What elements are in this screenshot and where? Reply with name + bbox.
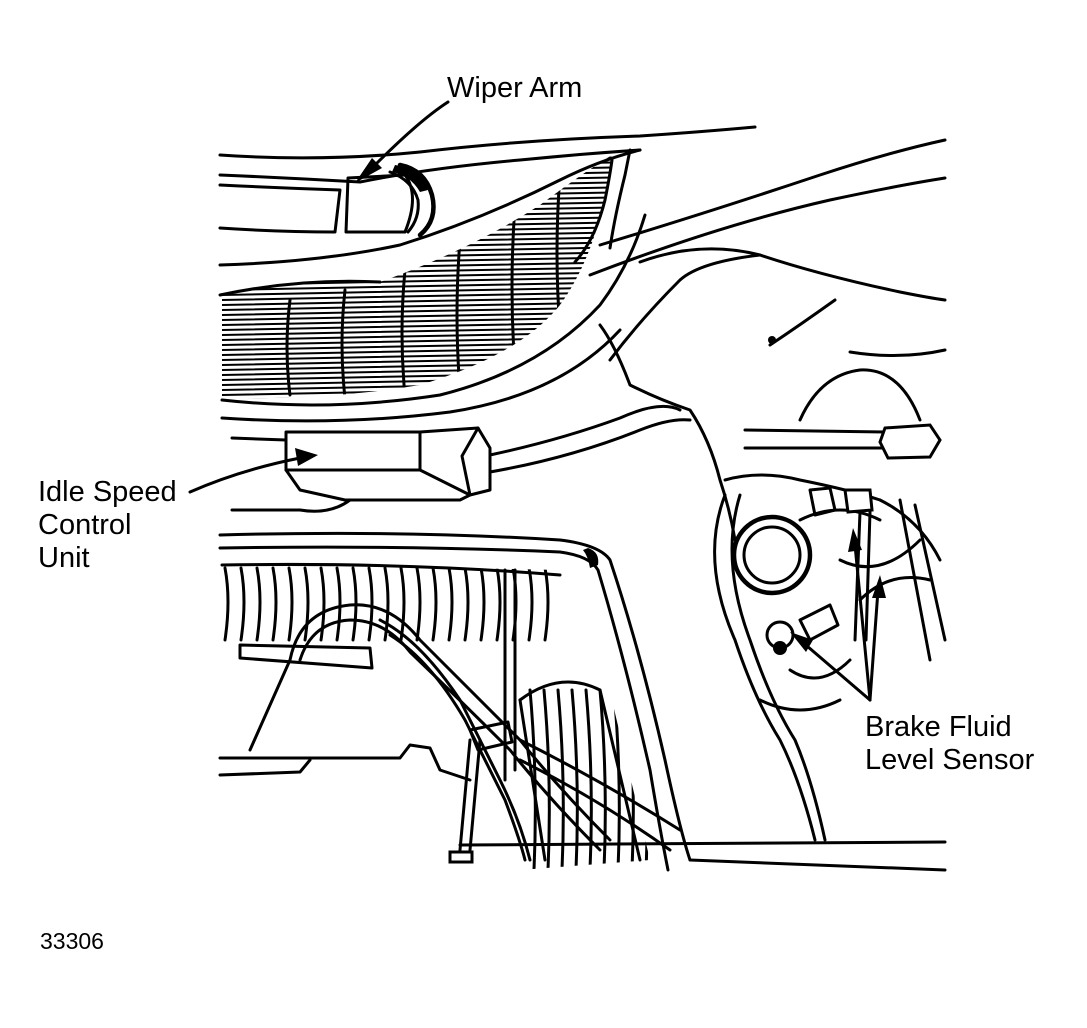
- hose-rib: [303, 566, 310, 642]
- hose-rib: [543, 566, 550, 642]
- hose-rib: [556, 688, 565, 870]
- hose-rib: [367, 566, 374, 642]
- hose-rib: [431, 566, 438, 642]
- label-wiper-arm-text: Wiper Arm: [447, 72, 583, 104]
- hose-rib: [383, 566, 390, 642]
- hose-rib: [598, 688, 607, 870]
- hose-rib: [415, 566, 422, 642]
- label-brake-fluid-level-sensor: Brake Fluid Level Sensor: [865, 711, 1034, 777]
- hose-rib: [271, 566, 278, 642]
- hose-rib: [255, 566, 262, 642]
- hose-rib: [319, 566, 326, 642]
- wiper-arm-pivot: [344, 162, 436, 238]
- hose-rib: [223, 566, 230, 642]
- hose-rib: [479, 566, 486, 642]
- hose-outlines: [220, 562, 642, 862]
- hose-rib: [447, 566, 454, 642]
- label-brake-line-2: Level Sensor: [865, 744, 1035, 776]
- idle-speed-control-unit: [230, 404, 692, 513]
- hose-rib: [335, 566, 342, 642]
- figure-number-text: 33306: [40, 928, 104, 954]
- brake-master-cylinder: [713, 473, 947, 842]
- label-brake-line-1: Brake Fluid: [865, 711, 1012, 743]
- grille-divider: [340, 288, 347, 399]
- hose-rib: [239, 566, 246, 642]
- label-idle-speed-control-unit: Idle Speed Control Unit: [38, 476, 177, 575]
- hose-rib: [351, 566, 358, 642]
- hose-rib: [542, 688, 551, 870]
- hose-rib: [584, 688, 593, 870]
- hose-rib: [287, 566, 294, 642]
- label-idle-line-3: Unit: [38, 542, 90, 574]
- reservoir-cap: [743, 298, 947, 460]
- hose-rib: [495, 566, 502, 642]
- label-idle-line-1: Idle Speed: [38, 476, 177, 508]
- grille-hatching: [220, 142, 640, 399]
- cables: [218, 568, 682, 864]
- hose-rib: [463, 566, 470, 642]
- grille-divider: [400, 268, 407, 398]
- cowl-vent-grille: [220, 142, 640, 399]
- corrugated-hoses: [223, 566, 649, 870]
- leader-lines: [188, 100, 886, 702]
- grille-slat: [222, 286, 612, 296]
- grille-slat: [222, 281, 612, 291]
- hose-rib: [527, 566, 534, 642]
- grille-divider: [285, 298, 292, 397]
- lower-panel: [218, 531, 947, 872]
- grille-slat: [222, 271, 612, 281]
- hose-ribs: [223, 566, 649, 870]
- figure-number: 33306: [40, 928, 104, 954]
- grille-divider: [555, 173, 562, 332]
- grille-slat: [220, 142, 640, 150]
- label-wiper-arm: Wiper Arm: [447, 72, 582, 105]
- label-idle-line-2: Control: [38, 509, 132, 541]
- grille-divider: [510, 203, 517, 372]
- hose-rib: [570, 688, 579, 870]
- hose-rib: [399, 566, 406, 642]
